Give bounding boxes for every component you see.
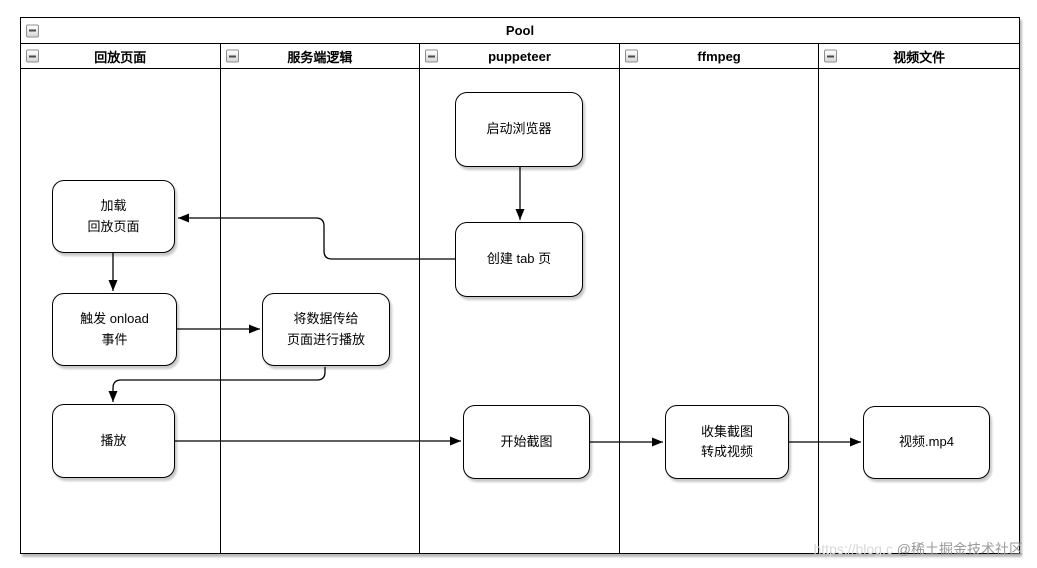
node-label: 创建 tab 页 — [486, 251, 552, 267]
lane-header-server-logic[interactable]: 服务端逻辑 — [220, 44, 420, 69]
node-create-tab[interactable]: 创建 tab 页 — [455, 222, 583, 297]
pool-header: Pool — [21, 18, 1019, 44]
node-label: 触发 onload 事件 — [80, 311, 149, 347]
node-label: 收集截图 转成视频 — [700, 423, 753, 459]
node-label: 播放 — [100, 432, 127, 448]
node-label: 加载 回放页面 — [87, 198, 140, 234]
lane-label: ffmpeg — [697, 48, 741, 64]
lane-header-ffmpeg[interactable]: ffmpeg — [619, 44, 819, 69]
lane-body — [819, 69, 1019, 553]
lane-header-puppeteer[interactable]: puppeteer — [420, 44, 619, 69]
node-label: 启动浏览器 — [486, 121, 552, 137]
lane-playback-page: 回放页面 — [21, 44, 221, 553]
node-label: 将数据传给 页面进行播放 — [286, 311, 365, 347]
watermark-site: @稀土掘金技术社区 — [896, 541, 1023, 557]
collapse-icon[interactable] — [225, 49, 239, 63]
lane-header-playback-page[interactable]: 回放页面 — [21, 44, 220, 69]
minus-glyph — [428, 55, 436, 57]
lane-header-video-file[interactable]: 视频文件 — [819, 44, 1019, 69]
watermark: https://blog.c @稀土掘金技术社区 — [814, 539, 1024, 559]
lane-label: 视频文件 — [893, 49, 946, 65]
node-video-mp4[interactable]: 视频.mp4 — [863, 406, 990, 479]
node-label: 视频.mp4 — [899, 434, 954, 450]
lane-puppeteer: puppeteer — [420, 44, 620, 553]
lane-body — [620, 69, 819, 553]
minus-glyph — [228, 55, 236, 57]
collapse-icon[interactable] — [26, 24, 39, 37]
node-label: 开始截图 — [500, 433, 553, 449]
minus-glyph — [827, 55, 835, 57]
pool-title: Pool — [505, 23, 535, 38]
lane-label: puppeteer — [488, 48, 551, 64]
lane-label: 服务端逻辑 — [287, 49, 353, 65]
node-trigger-onload[interactable]: 触发 onload 事件 — [52, 293, 177, 366]
node-launch-browser[interactable]: 启动浏览器 — [455, 92, 583, 167]
minus-glyph — [627, 55, 635, 57]
lane-video-file: 视频文件 — [819, 44, 1019, 553]
watermark-url: https://blog.c — [813, 541, 893, 557]
minus-glyph — [29, 55, 36, 57]
collapse-icon[interactable] — [425, 49, 439, 63]
minus-glyph — [29, 29, 36, 32]
collapse-icon[interactable] — [26, 49, 39, 63]
collapse-icon[interactable] — [624, 49, 638, 63]
node-load-playback-page[interactable]: 加载 回放页面 — [52, 180, 175, 253]
lane-label: 回放页面 — [94, 49, 147, 65]
node-collect-screenshots[interactable]: 收集截图 转成视频 — [665, 405, 789, 479]
collapse-icon[interactable] — [824, 49, 838, 63]
node-play[interactable]: 播放 — [52, 404, 175, 478]
lane-row: 回放页面 服务端逻辑 puppeteer — [21, 44, 1019, 553]
lane-server-logic: 服务端逻辑 — [220, 44, 421, 553]
node-start-screenshot[interactable]: 开始截图 — [463, 405, 590, 479]
node-pass-data-to-page[interactable]: 将数据传给 页面进行播放 — [262, 293, 390, 366]
lane-ffmpeg: ffmpeg — [619, 44, 820, 553]
